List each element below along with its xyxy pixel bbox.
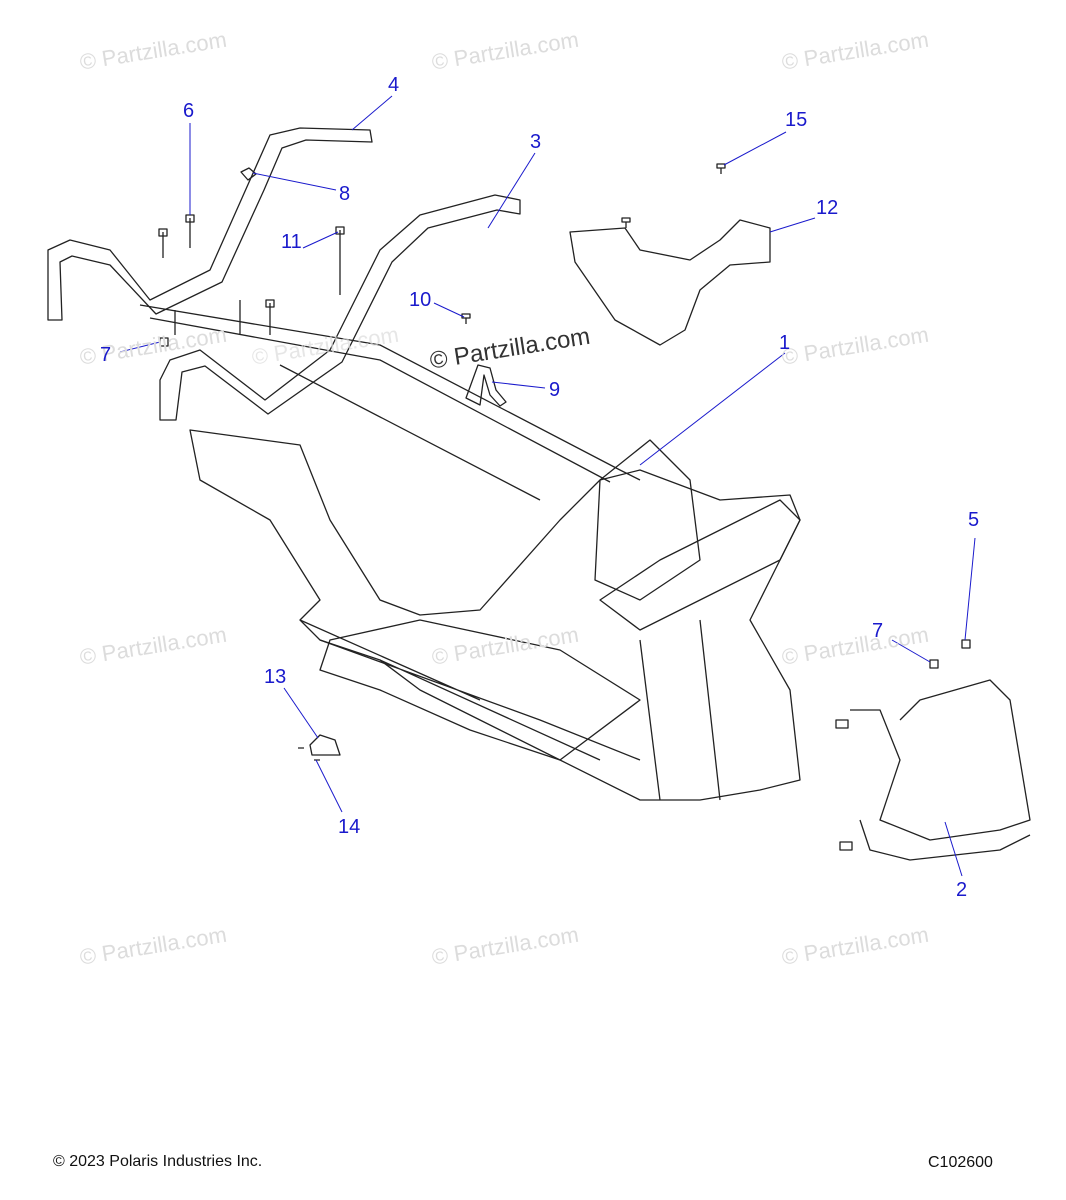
- leader-7a: [119, 341, 161, 353]
- callout-14: 14: [338, 816, 361, 838]
- callout-7b: 7: [872, 620, 884, 642]
- callout-15: 15: [785, 109, 808, 131]
- callout-12: 12: [816, 197, 839, 219]
- bolt-front-mid: [835, 719, 849, 729]
- leader-5: [964, 537, 976, 641]
- bolt-part-11: [335, 226, 345, 295]
- leader-10: [433, 302, 465, 318]
- leader-14: [315, 759, 343, 813]
- bolt-part-6b: [158, 228, 168, 258]
- callout-2: 2: [956, 879, 968, 901]
- screw-part-10: [461, 313, 471, 324]
- screw-part-12a: [621, 217, 631, 228]
- leader-4: [351, 95, 393, 131]
- leader-13: [283, 687, 319, 739]
- leader-2: [944, 821, 963, 877]
- front-plate: [594, 439, 701, 601]
- screw-part-14: [298, 747, 320, 761]
- leader-12: [769, 217, 816, 233]
- leader-15: [723, 131, 787, 166]
- main-frame-part-1: [189, 429, 801, 801]
- callout-1: 1: [779, 332, 791, 354]
- bolt-part-5: [961, 639, 971, 649]
- leader-1: [639, 352, 786, 466]
- callout-9: 9: [549, 379, 561, 401]
- bracket-part-9: [465, 364, 507, 407]
- upper-frame-tubes: [139, 300, 641, 501]
- nut-part-7: [929, 659, 939, 669]
- bolt-part-6: [185, 214, 195, 248]
- callout-11: 11: [281, 231, 302, 253]
- callout-13: 13: [264, 666, 287, 688]
- leader-11: [302, 231, 339, 249]
- bolt-front-left: [839, 841, 853, 851]
- floor-pan: [319, 619, 641, 761]
- callout-6: 6: [183, 100, 195, 122]
- shield-part-12: [569, 219, 771, 346]
- screw-part-15: [716, 163, 726, 174]
- bracket-part-13: [309, 734, 341, 756]
- nut-part-7b: [159, 337, 169, 347]
- bolt-part-11b: [265, 299, 275, 335]
- leader-8: [252, 172, 337, 191]
- callout-7: 7: [100, 344, 112, 366]
- rail-part-3: [159, 194, 521, 421]
- callout-10: 10: [409, 289, 432, 311]
- nut-part-8: [240, 167, 257, 181]
- figure-id: C102600: [928, 1154, 993, 1171]
- leader-7b: [891, 639, 931, 663]
- copyright-text: © 2023 Polaris Industries Inc.: [53, 1153, 263, 1170]
- front-bumper-part-2: [850, 679, 1031, 861]
- rear-rail-part-4: [47, 127, 373, 321]
- callout-4: 4: [388, 74, 400, 96]
- lower-rails: [299, 619, 721, 801]
- front-hoop: [599, 499, 801, 631]
- callout-3: 3: [530, 131, 542, 153]
- leader-3: [487, 152, 536, 229]
- leader-9: [491, 381, 546, 389]
- callout-8: 8: [339, 183, 351, 205]
- callout-5: 5: [968, 509, 980, 531]
